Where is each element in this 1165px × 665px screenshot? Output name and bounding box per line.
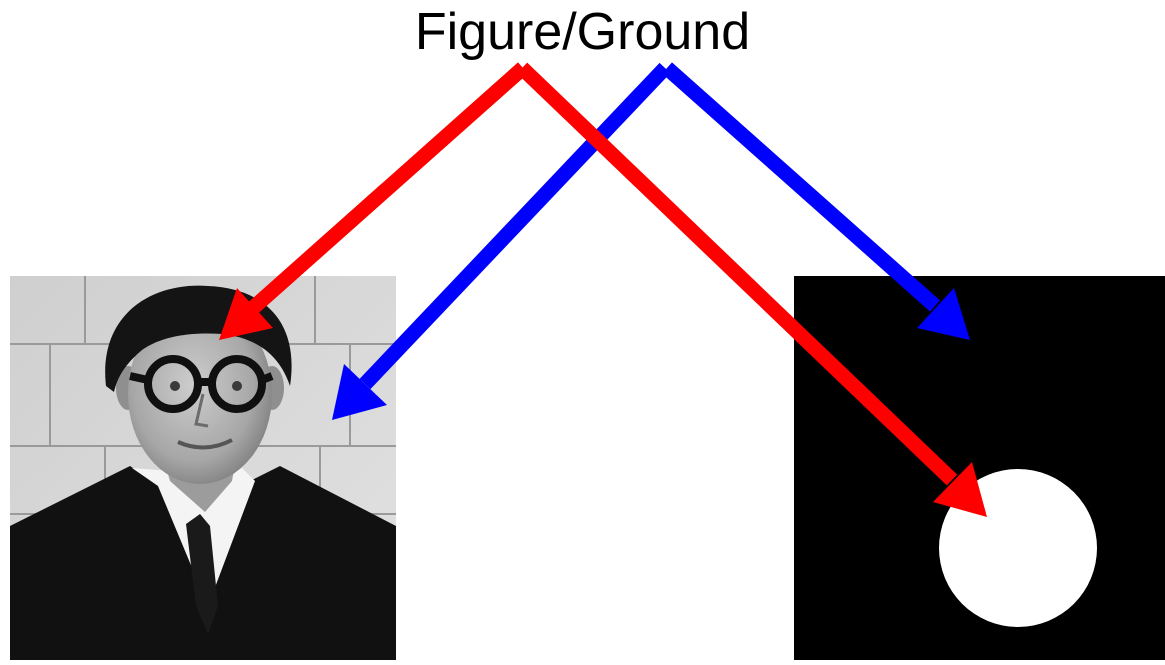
- blue-arrow-to-photo-head: [332, 364, 387, 420]
- blue-arrow-to-photo-shaft: [359, 62, 671, 390]
- red-arrow-to-photo-shaft: [248, 62, 528, 314]
- red-arrow-to-mask-shaft: [516, 62, 958, 486]
- portrait-photo: [10, 276, 396, 660]
- blue-arrow-to-mask-shaft: [662, 62, 940, 312]
- dark-tie: [186, 514, 218, 634]
- nose: [194, 393, 209, 428]
- red-arrow-to-mask-head: [933, 462, 987, 517]
- mouth: [177, 438, 233, 450]
- blue-arrow-to-mask-head: [917, 288, 970, 340]
- ground-arrows: [332, 62, 970, 420]
- portrait-illustration: [10, 276, 396, 660]
- figure-arrows: [219, 62, 987, 517]
- diagram-title: Figure/Ground: [414, 3, 751, 61]
- figure-ground-mask: [794, 276, 1165, 660]
- mask-illustration: [794, 276, 1165, 660]
- round-glasses: [129, 355, 274, 413]
- red-arrow-to-photo-head: [219, 288, 273, 340]
